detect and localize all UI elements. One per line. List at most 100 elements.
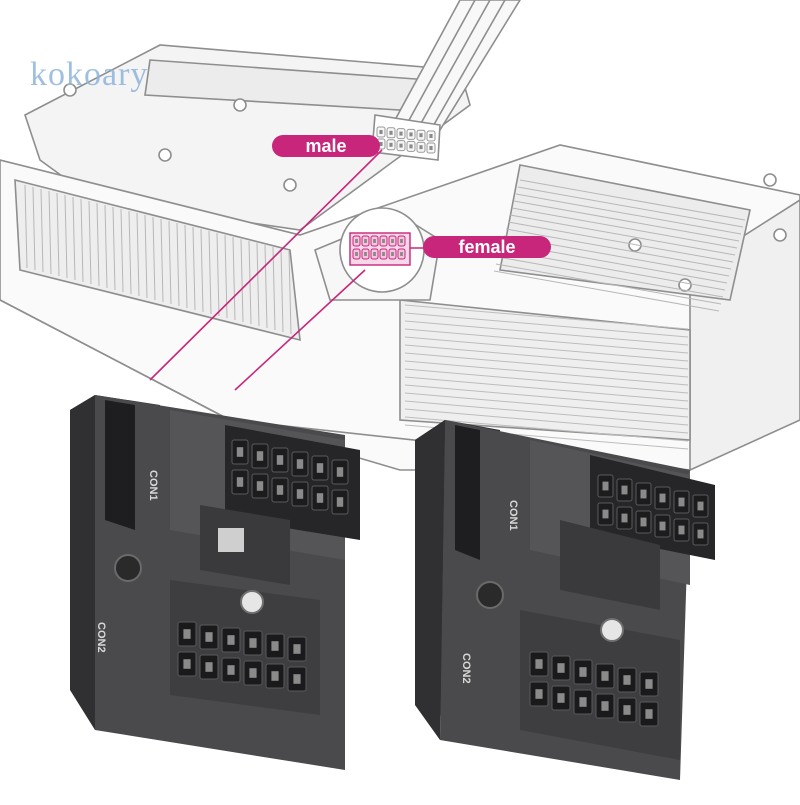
pin-contact — [389, 130, 393, 135]
pin-contact — [645, 709, 653, 719]
fin — [88, 200, 92, 285]
fin — [64, 194, 68, 279]
pin-contact — [399, 131, 403, 136]
pin-contact — [659, 521, 666, 531]
pin-contact — [293, 674, 301, 684]
fin — [128, 210, 132, 295]
fin — [515, 193, 742, 235]
fin — [168, 220, 172, 305]
pin-contact — [183, 659, 191, 669]
socket-magnifier — [339, 207, 425, 293]
fin — [208, 230, 212, 315]
pin-contact — [236, 477, 244, 487]
fin — [404, 408, 689, 434]
pin-contact — [579, 697, 587, 707]
pin-contact — [389, 142, 393, 147]
fin — [232, 236, 236, 321]
male-callout-label: male — [272, 135, 380, 157]
pin-contact — [601, 701, 609, 711]
pin-contact — [557, 663, 565, 673]
pin-contact — [355, 252, 358, 256]
con1-pin-grid — [231, 439, 349, 515]
fin — [404, 352, 689, 378]
pin-contact — [557, 693, 565, 703]
fin — [272, 246, 276, 331]
fin — [505, 228, 732, 270]
fin — [404, 328, 689, 354]
male-plug-pins — [376, 126, 436, 154]
fin — [264, 244, 268, 329]
pin-contact — [400, 239, 403, 243]
pin-contact — [336, 467, 344, 477]
con1-label: CON1 — [507, 500, 519, 531]
pin-contact — [205, 662, 213, 672]
pin-contact — [535, 689, 543, 699]
fin — [160, 218, 164, 303]
fin — [192, 226, 196, 311]
pin-contact — [419, 133, 423, 138]
pin-contact — [623, 705, 631, 715]
pin-contact — [276, 455, 284, 465]
fin — [72, 196, 76, 281]
pin-contact — [227, 665, 235, 675]
fin — [120, 208, 124, 293]
fin — [96, 202, 100, 287]
heatsink-fins-left — [24, 184, 292, 335]
female-socket-pins — [352, 235, 406, 260]
pin-contact — [271, 671, 279, 681]
fin — [200, 228, 204, 313]
pin-contact — [336, 497, 344, 507]
fin — [152, 216, 156, 301]
pin-contact — [697, 501, 704, 511]
fin — [404, 312, 689, 338]
fin — [404, 400, 689, 426]
fin — [404, 304, 689, 330]
pin-contact — [409, 132, 413, 137]
fin — [513, 200, 740, 242]
heatsink-fins-lower — [404, 304, 689, 450]
pin-contact — [379, 142, 383, 146]
pin-contact — [409, 144, 413, 149]
pin-contact — [601, 671, 609, 681]
fin — [248, 240, 252, 325]
fin — [511, 207, 738, 249]
pin-contact — [227, 635, 235, 645]
con2-pin-grid — [177, 621, 307, 692]
pin-contact — [640, 517, 647, 527]
pin-contact — [602, 509, 609, 519]
fin — [404, 344, 689, 370]
fin — [404, 392, 689, 418]
adapter-front: CON1 CON2 — [70, 395, 360, 770]
pin-contact — [364, 239, 367, 243]
pin-contact — [400, 252, 403, 256]
pin-contact — [355, 239, 358, 243]
pin-contact — [373, 252, 376, 256]
fin — [48, 190, 52, 275]
female-callout-label: female — [423, 236, 551, 258]
fin — [112, 206, 116, 291]
pin-contact — [382, 252, 385, 256]
fin — [517, 186, 744, 228]
con1-label: CON1 — [147, 470, 159, 501]
fin — [216, 232, 220, 317]
con2-pin-grid — [529, 651, 659, 727]
fin — [240, 238, 244, 323]
fin — [144, 214, 148, 299]
fin — [176, 222, 180, 307]
pin-contact — [645, 679, 653, 689]
pin-contact — [429, 146, 433, 150]
pin-contact — [316, 493, 324, 503]
fin — [136, 212, 140, 297]
fin — [404, 368, 689, 394]
pin-contact — [276, 485, 284, 495]
pin-contact — [183, 629, 191, 639]
fin — [32, 186, 36, 271]
pin-contact — [678, 497, 685, 507]
fin — [509, 214, 736, 256]
pin-contact — [697, 529, 704, 539]
pin-contact — [316, 463, 324, 473]
fin — [280, 248, 284, 333]
pin-contact — [249, 638, 257, 648]
fin — [404, 320, 689, 346]
